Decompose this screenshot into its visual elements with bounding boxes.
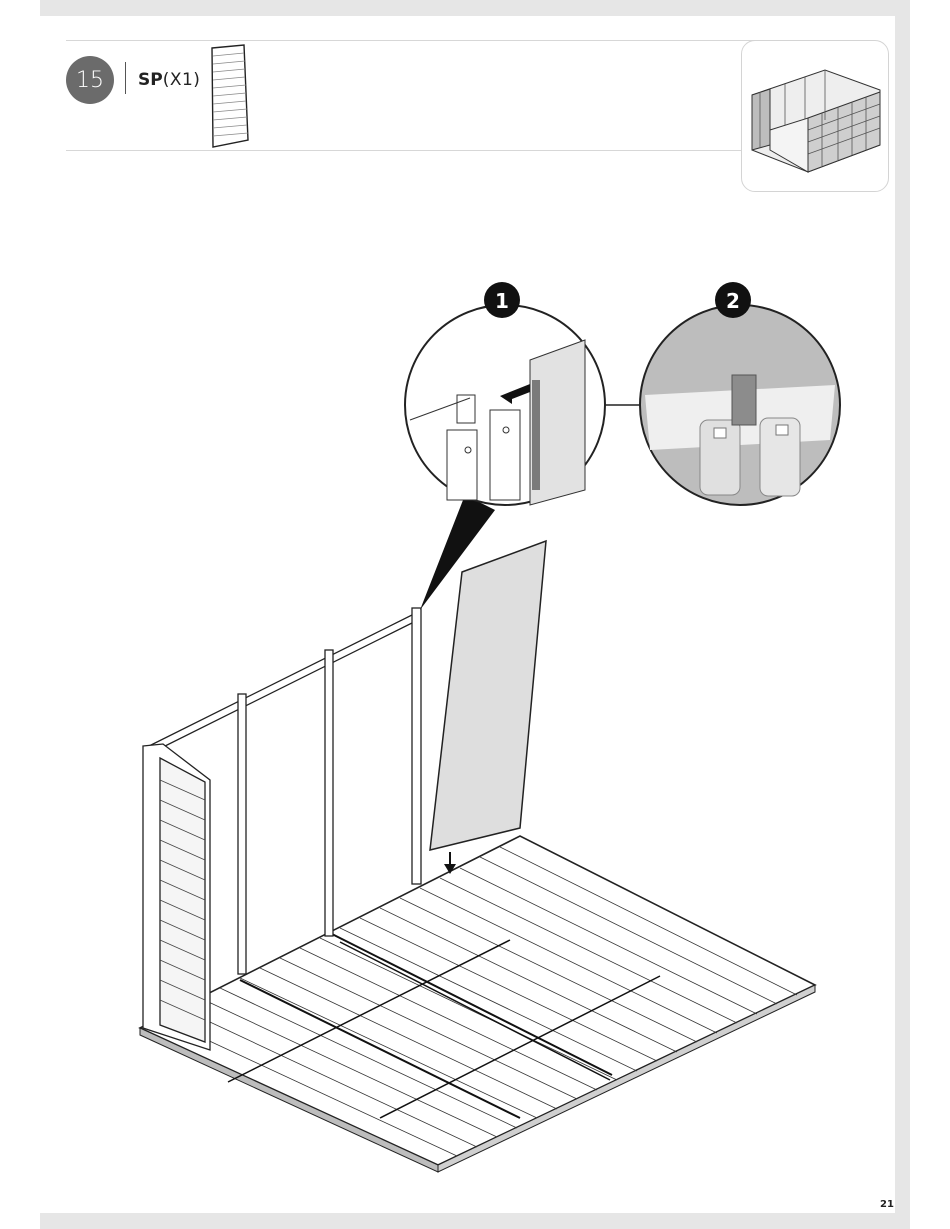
panel-part-icon <box>212 45 248 147</box>
shed-thumbnail-drawing <box>752 70 880 172</box>
callout-badge-2: 2 <box>715 282 751 318</box>
page-number: 21 <box>880 1199 894 1210</box>
detail-view-1 <box>405 305 605 505</box>
callout-badge-1: 1 <box>484 282 520 318</box>
callout-label-2: 2 <box>726 289 740 313</box>
new-panel <box>430 541 546 874</box>
callout-label-1: 1 <box>495 289 509 313</box>
detail-view-2 <box>640 305 840 505</box>
